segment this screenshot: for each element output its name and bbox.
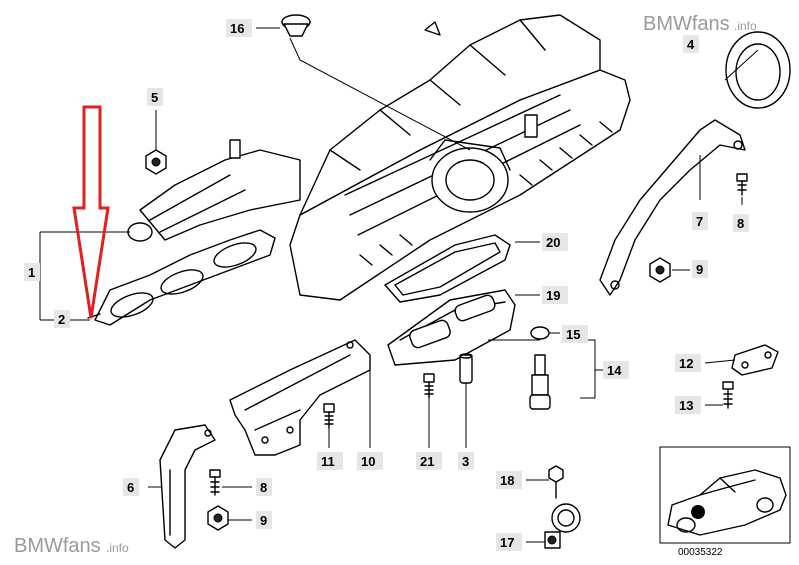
intake-manifold (127, 14, 631, 301)
watermark-bottom: BMWfans .info (14, 535, 129, 557)
bolt-8-right (736, 173, 748, 196)
temperature-sensor (529, 326, 551, 410)
svg-text:3: 3 (462, 454, 469, 469)
svg-text:2: 2 (58, 312, 65, 327)
svg-text:11: 11 (321, 454, 335, 469)
nut-9-right (649, 257, 671, 283)
callout-17: 17 (496, 533, 522, 551)
svg-text:.info: .info (734, 19, 757, 33)
callout-14: 14 (603, 361, 629, 379)
svg-text:16: 16 (230, 21, 244, 36)
callout-20: 20 (542, 233, 568, 251)
bolt-8-lower (209, 469, 221, 496)
svg-text:9: 9 (260, 513, 267, 528)
callout-8-lower: 8 (256, 478, 272, 496)
bracket-10 (229, 339, 371, 456)
svg-text:18: 18 (500, 473, 514, 488)
callout-9-lower: 9 (256, 511, 272, 529)
callout-13: 13 (675, 396, 701, 414)
svg-text:17: 17 (500, 535, 514, 550)
callout-9-right: 9 (692, 260, 708, 278)
callout-16: 16 (226, 19, 252, 37)
svg-text:21: 21 (420, 454, 434, 469)
callout-5: 5 (147, 88, 163, 106)
bolt-18 (548, 465, 564, 499)
svg-text:5: 5 (151, 90, 158, 105)
sleeve (459, 353, 473, 384)
clamp-12 (731, 344, 779, 376)
svg-text:BMWfans: BMWfans (14, 535, 101, 557)
svg-text:BMWfans: BMWfans (643, 13, 730, 35)
svg-text:14: 14 (607, 363, 622, 378)
callout-18: 18 (496, 471, 522, 489)
hose-clip-17 (544, 503, 581, 549)
svg-text:12: 12 (679, 356, 693, 371)
callout-6: 6 (123, 478, 139, 496)
watermark-top: BMWfans .info (643, 13, 757, 35)
callout-12: 12 (675, 354, 701, 372)
svg-text:10: 10 (361, 454, 375, 469)
bracket-6 (159, 424, 216, 549)
svg-text:20: 20 (546, 235, 560, 250)
idle-valve (387, 289, 516, 366)
svg-text:13: 13 (679, 398, 693, 413)
svg-text:8: 8 (737, 216, 744, 231)
callout-1: 1 (24, 263, 40, 281)
callout-21: 21 (416, 452, 442, 470)
red-arrow-icon (72, 105, 110, 319)
manifold-gasket (87, 229, 276, 326)
callout-4: 4 (683, 35, 699, 53)
seal-ring (725, 31, 791, 109)
locator-inset: 00035322 (659, 446, 791, 558)
svg-text:4: 4 (687, 37, 695, 52)
bolt-11 (323, 403, 335, 429)
svg-text:8: 8 (260, 480, 267, 495)
svg-text:7: 7 (696, 214, 703, 229)
bolt-21 (423, 373, 435, 399)
svg-text:9: 9 (696, 262, 703, 277)
nut-9-lower (207, 505, 229, 531)
bolt-13 (722, 381, 734, 409)
callout-11: 11 (317, 452, 343, 470)
nut-5 (145, 149, 167, 175)
callout-8-right: 8 (733, 214, 749, 232)
callout-10: 10 (357, 452, 383, 470)
callout-15: 15 (562, 325, 588, 343)
leader-lines (39, 27, 759, 543)
bracket-7 (599, 119, 746, 296)
cap-16 (281, 14, 311, 37)
svg-text:.info: .info (106, 541, 129, 555)
callout-2: 2 (54, 310, 70, 328)
callout-3: 3 (458, 452, 474, 470)
svg-text:1: 1 (28, 265, 35, 280)
callout-19: 19 (542, 286, 568, 304)
cover-gasket (384, 234, 511, 303)
callout-7: 7 (692, 212, 708, 230)
svg-text:19: 19 (546, 288, 560, 303)
svg-text:6: 6 (127, 480, 134, 495)
diagram-number: 00035322 (678, 547, 723, 558)
svg-text:15: 15 (566, 327, 580, 342)
